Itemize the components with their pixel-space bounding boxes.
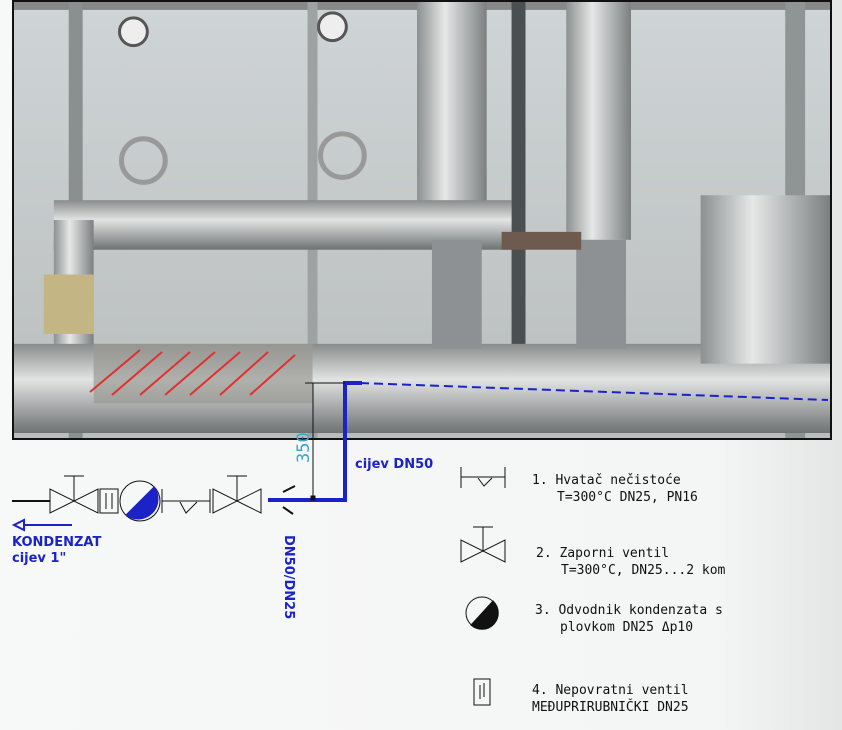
steam-trap-icon — [119, 480, 161, 522]
legend-title: 4. Nepovratni ventil — [532, 683, 689, 698]
installation-photo — [12, 0, 832, 440]
legend-spec: T=300°C, DN25...2 kom — [561, 563, 726, 578]
legend-title: 2. Zaporni ventil — [536, 546, 670, 561]
strainer-icon — [460, 467, 506, 488]
blue-pipe-dn50 — [268, 381, 362, 502]
dimension-value: 350 — [294, 432, 314, 463]
legend-symbols — [460, 467, 506, 706]
check-valve-icon — [473, 678, 491, 706]
legend-title: 1. Hvatač nečistoće — [532, 473, 681, 488]
red-hatch-marks — [89, 349, 296, 396]
legend-item-steam-trap: 3. Odvodnik kondenzata s plovkom DN25 Δp… — [535, 602, 723, 636]
check-valve-icon — [99, 488, 119, 514]
dimension-line — [305, 382, 345, 501]
main-pipe-label: cijev DN50 — [355, 457, 434, 472]
strainer-icon — [161, 489, 211, 514]
reducer-label: DN50/DN25 — [281, 535, 296, 620]
gate-valve-icon — [460, 526, 506, 563]
legend-item-check-valve: 4. Nepovratni ventil MEĐUPRIRUBNIČKI DN2… — [532, 682, 689, 716]
legend-title: 3. Odvodnik kondenzata s — [535, 603, 723, 618]
blue-dashed-pipe-line — [359, 382, 829, 401]
schematic-line — [12, 475, 296, 522]
outlet-label: KONDENZAT — [12, 535, 102, 550]
legend-item-gate-valve: 2. Zaporni ventil T=300°C, DN25...2 kom — [536, 545, 725, 579]
gate-valve-icon — [49, 475, 99, 514]
legend-item-strainer: 1. Hvatač nečistoće T=300°C DN25, PN16 — [532, 472, 698, 506]
outlet-pipe-label: cijev 1" — [12, 551, 67, 566]
legend-spec: T=300°C DN25, PN16 — [557, 490, 698, 505]
reducer-break-icon — [282, 485, 296, 515]
legend-spec: plovkom DN25 Δp10 — [560, 620, 694, 635]
flow-arrow-icon — [11, 518, 72, 532]
gate-valve-icon — [212, 475, 262, 514]
steam-trap-icon — [465, 596, 499, 630]
legend-spec: MEĐUPRIRUBNIČKI DN25 — [532, 700, 689, 715]
